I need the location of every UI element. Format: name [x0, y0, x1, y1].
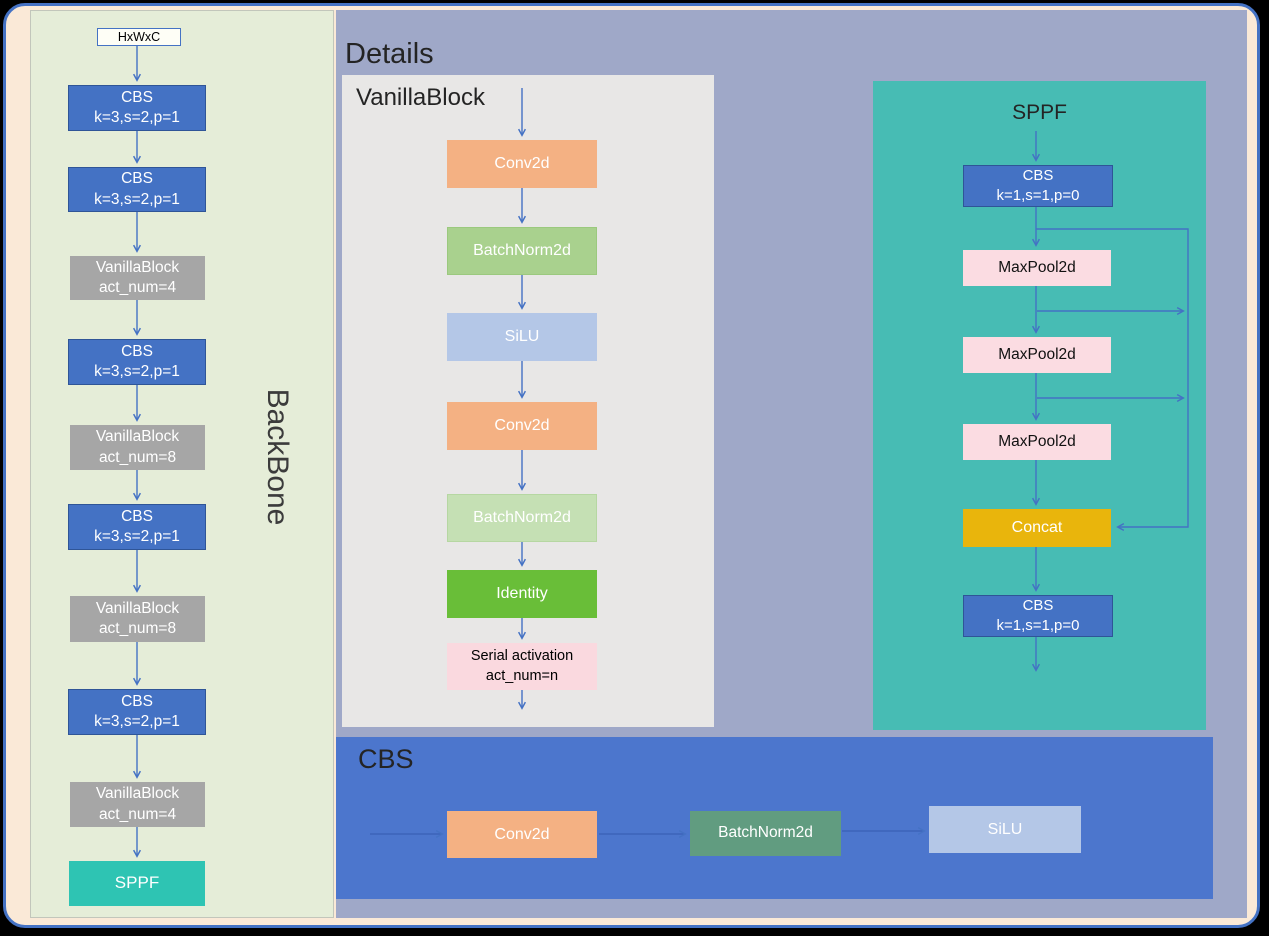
node-label: VanillaBlock	[95, 599, 180, 617]
node-label: SiLU	[504, 328, 540, 346]
vanillablock-title: VanillaBlock	[356, 84, 485, 111]
node-label: BatchNorm2d	[473, 509, 571, 527]
node-label: HxWxC	[117, 29, 161, 44]
input-shape-box: HxWxC	[97, 28, 181, 46]
sppf-node-maxpool2d-1: MaxPool2d	[963, 250, 1111, 286]
node-label: CBS	[121, 507, 153, 525]
sppf-node-maxpool2d-2: MaxPool2d	[963, 337, 1111, 373]
node-label: CBS	[121, 342, 153, 360]
node-label: CBS	[1022, 167, 1054, 185]
node-label: Conv2d	[494, 155, 550, 173]
node-label: MaxPool2d	[998, 432, 1076, 450]
backbone-node-cbs-1: CBS k=3,s=2,p=1	[68, 85, 206, 131]
vanillablock-node-serial-activation: Serial activation act_num=n	[447, 643, 597, 690]
node-label: MaxPool2d	[998, 258, 1076, 276]
backbone-node-sppf: SPPF	[69, 861, 205, 906]
backbone-node-vanillablock-3: VanillaBlock act_num=8	[70, 596, 205, 642]
backbone-node-vanillablock-2: VanillaBlock act_num=8	[70, 425, 205, 470]
node-sublabel: k=1,s=1,p=0	[996, 187, 1080, 204]
cbs-node-batchnorm2d: BatchNorm2d	[690, 811, 841, 856]
node-label: SPPF	[114, 873, 160, 893]
node-label: Conv2d	[494, 417, 550, 435]
node-label: BatchNorm2d	[473, 242, 571, 260]
node-label: MaxPool2d	[998, 345, 1076, 363]
vanillablock-node-batchnorm2d-1: BatchNorm2d	[447, 227, 597, 275]
node-label: Identity	[496, 585, 548, 603]
node-sublabel: act_num=4	[98, 805, 177, 823]
backbone-node-cbs-3: CBS k=3,s=2,p=1	[68, 339, 206, 385]
vanillablock-node-identity: Identity	[447, 570, 597, 618]
node-label: CBS	[1022, 597, 1054, 615]
sppf-node-maxpool2d-3: MaxPool2d	[963, 424, 1111, 460]
node-label: CBS	[121, 692, 153, 710]
sppf-node-concat: Concat	[963, 509, 1111, 547]
backbone-node-cbs-5: CBS k=3,s=2,p=1	[68, 689, 206, 735]
backbone-node-vanillablock-4: VanillaBlock act_num=4	[70, 782, 205, 827]
node-sublabel: k=1,s=1,p=0	[996, 617, 1080, 634]
details-title: Details	[345, 38, 434, 70]
sppf-node-cbs-bottom: CBS k=1,s=1,p=0	[963, 595, 1113, 637]
vanillablock-node-conv2d-2: Conv2d	[447, 402, 597, 450]
cbs-node-conv2d: Conv2d	[447, 811, 597, 858]
backbone-node-cbs-2: CBS k=3,s=2,p=1	[68, 167, 206, 212]
node-label: VanillaBlock	[95, 785, 180, 803]
sppf-node-cbs-top: CBS k=1,s=1,p=0	[963, 165, 1113, 207]
node-sublabel: act_num=n	[485, 667, 559, 684]
node-sublabel: k=3,s=2,p=1	[94, 363, 180, 380]
cbs-title: CBS	[358, 744, 414, 774]
vanillablock-node-batchnorm2d-2: BatchNorm2d	[447, 494, 597, 542]
vanillablock-node-silu: SiLU	[447, 313, 597, 361]
node-sublabel: act_num=8	[98, 448, 177, 466]
node-label: BatchNorm2d	[718, 824, 813, 842]
node-sublabel: k=3,s=2,p=1	[94, 190, 180, 208]
node-sublabel: act_num=4	[98, 279, 177, 296]
backbone-node-vanillablock-1: VanillaBlock act_num=4	[70, 256, 205, 300]
node-sublabel: act_num=8	[98, 620, 177, 637]
backbone-node-cbs-4: CBS k=3,s=2,p=1	[68, 504, 206, 550]
node-label: Conv2d	[494, 825, 550, 843]
node-label: SiLU	[987, 820, 1023, 838]
node-sublabel: k=3,s=2,p=1	[94, 528, 180, 545]
node-label: VanillaBlock	[95, 428, 180, 446]
node-sublabel: k=3,s=2,p=1	[94, 109, 180, 126]
backbone-title: BackBone	[261, 388, 294, 526]
node-sublabel: k=3,s=2,p=1	[94, 713, 180, 730]
vanillablock-node-conv2d-1: Conv2d	[447, 140, 597, 188]
node-label: CBS	[121, 88, 153, 106]
node-label: VanillaBlock	[95, 258, 180, 276]
node-label: Concat	[1011, 519, 1063, 537]
node-label: Serial activation	[470, 648, 574, 665]
sppf-title: SPPF	[1012, 101, 1067, 124]
node-label: CBS	[121, 170, 153, 188]
cbs-node-silu: SiLU	[929, 806, 1081, 853]
